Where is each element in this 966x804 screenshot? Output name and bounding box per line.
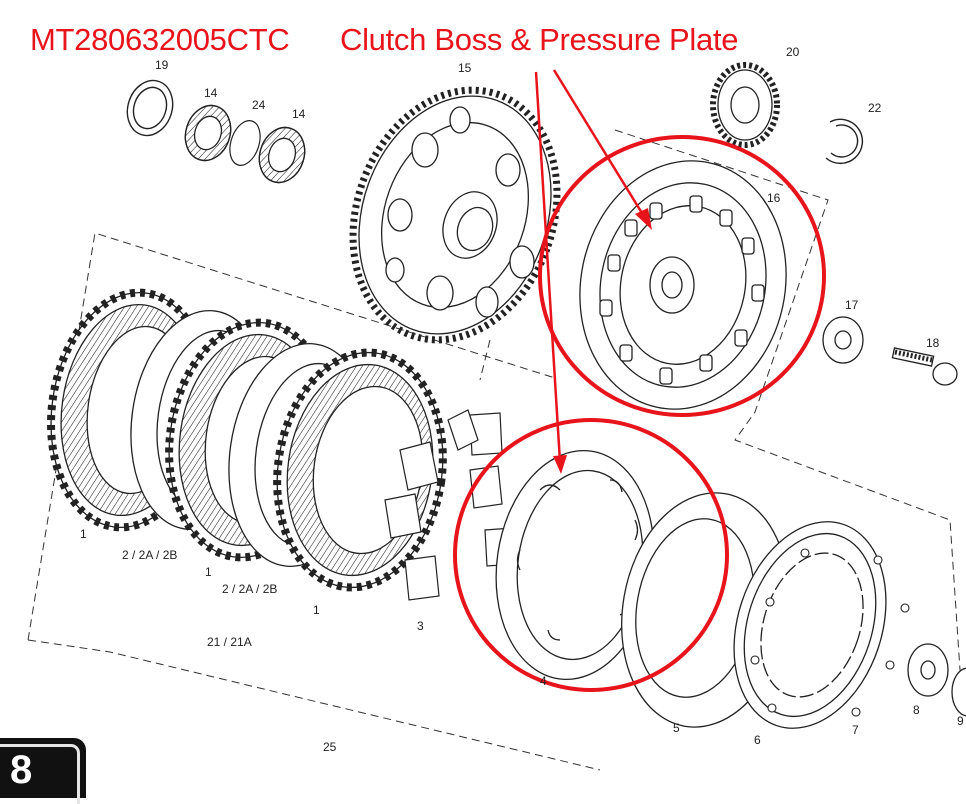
corner-badge-border <box>0 744 80 804</box>
arrow-head-pressure-plate <box>635 208 652 230</box>
callout-6: 6 <box>754 733 761 747</box>
corner-badge-glyph: 8 <box>10 748 33 792</box>
callout-19: 19 <box>155 58 169 72</box>
needle-bearing-14a <box>184 104 232 162</box>
nut-9 <box>951 667 966 717</box>
part-number: MT280632005CTC <box>30 22 290 57</box>
callout-5: 5 <box>673 721 680 735</box>
arrow-to-pressure-plate <box>552 69 647 219</box>
sprocket-20 <box>710 62 780 148</box>
clutch-basket-15 <box>349 86 561 344</box>
callout-14a: 14 <box>204 86 218 100</box>
callout-16: 16 <box>767 191 781 205</box>
seal-ring-19 <box>126 79 174 137</box>
spacer-24 <box>229 120 261 166</box>
arrow-head-clutch-boss <box>553 455 567 474</box>
callout-18: 18 <box>926 336 940 350</box>
highlight-annotations <box>453 69 826 692</box>
callout-8: 8 <box>913 703 920 717</box>
callout-7: 7 <box>852 723 859 737</box>
callout-2-2a-2b-a: 2 / 2A / 2B <box>122 548 178 562</box>
arrow-to-clutch-boss <box>534 71 562 463</box>
callout-1a: 1 <box>80 527 87 541</box>
callout-21-21a: 21 / 21A <box>207 635 252 649</box>
needle-bearing-14b <box>258 126 306 184</box>
callout-3: 3 <box>417 619 424 633</box>
washer-17 <box>822 316 864 364</box>
callout-14b: 14 <box>292 107 306 121</box>
parts-diagram: 19 14 24 14 15 20 22 16 17 18 1 2 / 2A /… <box>0 22 966 804</box>
callout-2-2a-2b-b: 2 / 2A / 2B <box>222 582 278 596</box>
screws-7 <box>750 548 910 717</box>
exploded-view-drawing <box>27 62 966 771</box>
callout-1c: 1 <box>313 603 320 617</box>
page-title: Clutch Boss & Pressure Plate <box>340 22 739 57</box>
callout-20: 20 <box>786 45 800 59</box>
clutch-boss-4 <box>495 449 655 681</box>
washer-8 <box>907 643 949 697</box>
callout-1b: 1 <box>205 565 212 579</box>
callout-15: 15 <box>458 61 472 75</box>
arrow-heads <box>553 208 652 474</box>
callout-4: 4 <box>540 674 547 688</box>
callout-9: 9 <box>957 714 964 728</box>
pressure-plate-16 <box>579 160 787 410</box>
circlip-22 <box>825 118 864 165</box>
highlight-circle-pressure-plate <box>538 135 826 417</box>
callout-17: 17 <box>845 298 859 312</box>
highlight-circle-clutch-boss <box>453 418 729 692</box>
bolt-18 <box>891 347 958 386</box>
callout-25: 25 <box>323 740 337 754</box>
callout-22: 22 <box>868 101 882 115</box>
cover-ring-6 <box>733 521 887 729</box>
callout-24: 24 <box>252 98 266 112</box>
